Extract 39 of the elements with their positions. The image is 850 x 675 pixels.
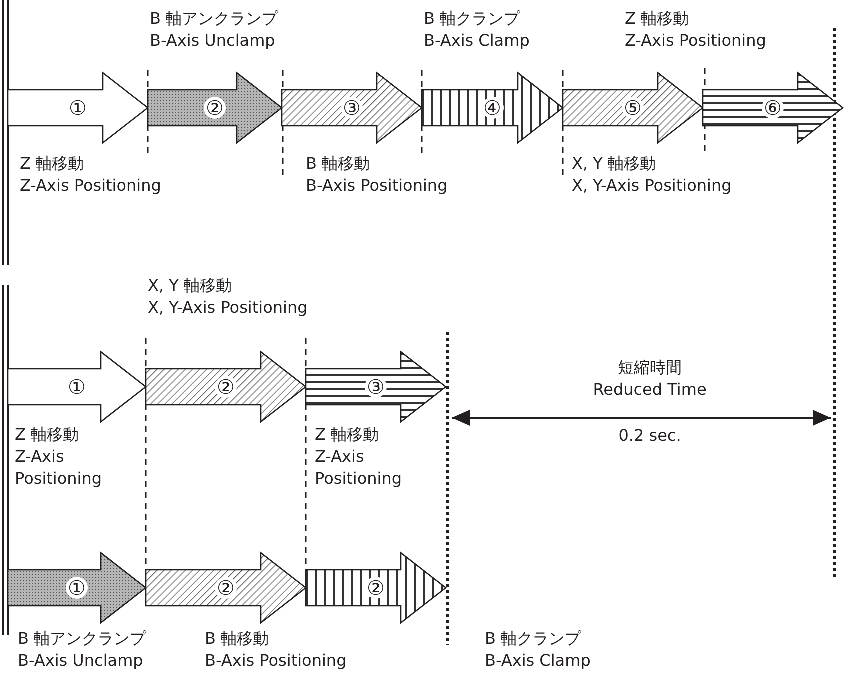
step-caption: Z-Axis Positioning — [20, 175, 162, 197]
step-caption: B 軸クランプ — [485, 628, 582, 650]
step-caption: B 軸アンクランプ — [18, 628, 148, 650]
process-step — [306, 352, 446, 422]
step-caption: B-Axis Clamp — [424, 30, 531, 52]
step-caption: B-Axis Unclamp — [150, 30, 276, 52]
process-step — [563, 73, 703, 143]
step-caption: B 軸クランプ — [424, 8, 522, 30]
step-caption: Z-Axis Positioning — [315, 446, 404, 490]
process-step — [703, 73, 843, 143]
dimension-label: 0.2 sec. — [618, 426, 682, 445]
process-step — [148, 73, 282, 143]
step-caption: Z 軸移動 — [20, 153, 86, 175]
step-caption: Z-Axis Positioning — [15, 446, 104, 490]
process-step — [282, 73, 422, 143]
step-caption: X, Y 軸移動 — [572, 153, 657, 175]
process-step — [8, 73, 148, 143]
process-step — [8, 352, 146, 422]
step-caption: B-Axis Clamp — [485, 650, 592, 672]
step-caption: Z-Axis Positioning — [625, 30, 768, 52]
process-step — [146, 352, 306, 422]
process-step — [422, 73, 563, 143]
step-caption: B-Axis Positioning — [205, 650, 348, 672]
step-caption: X, Y-Axis Positioning — [148, 297, 309, 319]
process-step — [8, 553, 146, 623]
process-step — [306, 553, 446, 623]
step-caption: Z 軸移動 — [315, 424, 380, 446]
process-step — [146, 553, 306, 623]
step-caption: B-Axis Positioning — [306, 175, 449, 197]
step-caption: B-Axis Unclamp — [18, 650, 144, 672]
step-caption: Z 軸移動 — [625, 8, 690, 30]
step-caption: B 軸移動 — [306, 153, 372, 175]
step-caption: Z 軸移動 — [15, 424, 80, 446]
dimension-label: 短縮時間 — [618, 358, 682, 379]
step-caption: X, Y 軸移動 — [148, 275, 233, 297]
step-caption: X, Y-Axis Positioning — [572, 175, 733, 197]
step-caption: B 軸移動 — [205, 628, 270, 650]
step-caption: B 軸アンクランプ — [150, 8, 280, 30]
dimension-label: Reduced Time — [593, 380, 707, 399]
